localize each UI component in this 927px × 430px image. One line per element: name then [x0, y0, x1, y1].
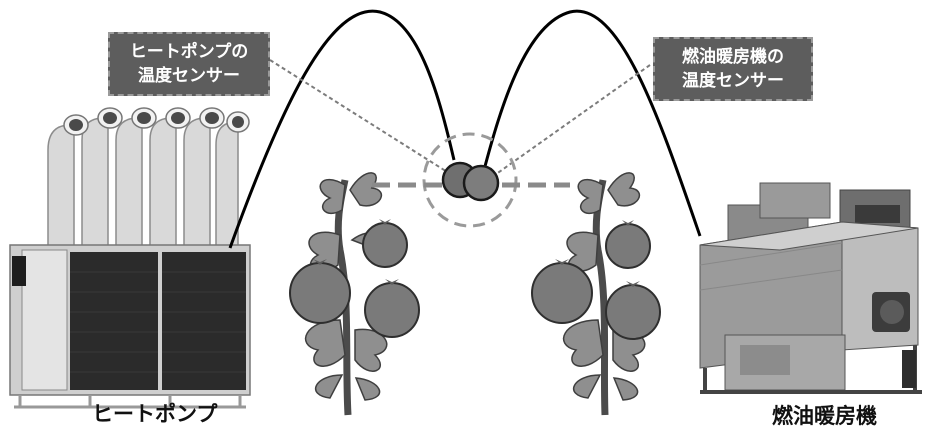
heat-pump-sensor-callout-line2: 温度センサー	[138, 66, 240, 86]
oil-heater-sensor-callout-line1: 燃油暖房機の	[682, 47, 784, 67]
oil-heater-sensor-callout-line2: 温度センサー	[682, 71, 784, 91]
heat-pump-sensor-callout: ヒートポンプの 温度センサー	[108, 32, 270, 96]
tomato-plant-right-icon	[531, 172, 661, 416]
heat-pump-icon	[9, 107, 251, 409]
heat-pump-sensor-callout-line1: ヒートポンプの	[129, 42, 249, 62]
oil-heater-icon	[699, 182, 922, 394]
sensor-wires	[228, 9, 702, 249]
oil-heater-sensor-callout: 燃油暖房機の 温度センサー	[653, 37, 813, 101]
tomato-plant-left-icon	[289, 172, 420, 416]
oil-heater-sensor-icon	[462, 164, 500, 202]
heat-pump-caption: ヒートポンプ	[92, 402, 218, 426]
temperature-sensor-group	[372, 132, 570, 228]
oil-heater-caption: 燃油暖房機	[772, 404, 877, 428]
